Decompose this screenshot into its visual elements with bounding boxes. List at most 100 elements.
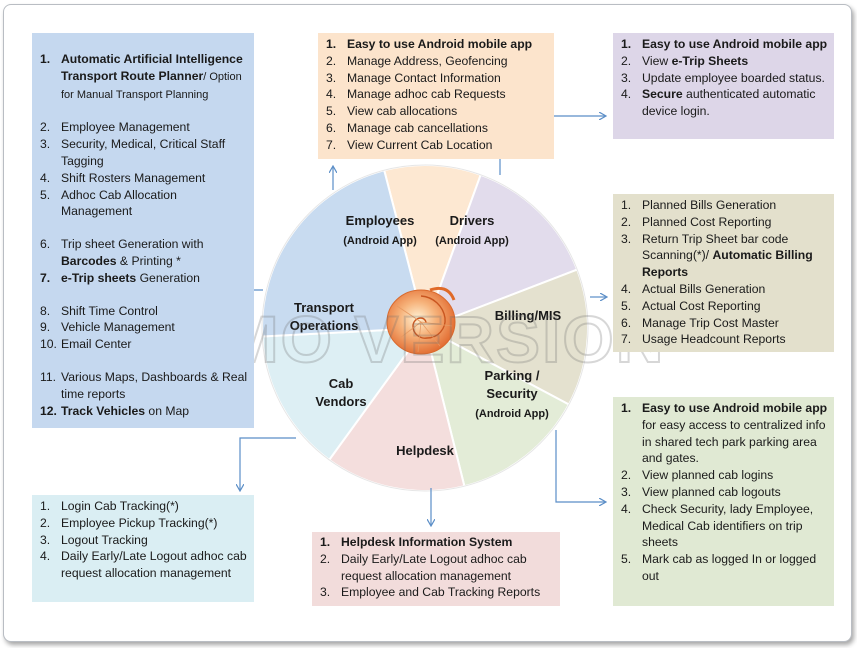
item-number: 3. [621,231,632,246]
item-text: Adhoc Cab Allocation Management [61,187,177,219]
item-text: Planned Bills Generation [642,198,777,212]
item-number: 2. [621,53,632,68]
list-item: 4.Manage adhoc cab Requests [320,86,550,103]
wheel-label-employees: Employees [346,213,415,228]
list-item: 5.Actual Cost Reporting [615,298,830,315]
item-number: 3. [320,585,331,600]
item-text: Track Vehicles [61,403,146,418]
item-number: 1. [621,401,632,415]
list-item: 12.Track Vehicles on Map [34,403,250,420]
item-number: 1. [326,37,337,51]
item-text: Easy to use Android mobile app [642,401,828,415]
wheel-label-billing: Billing/MIS [495,308,562,323]
item-number: 3. [40,532,51,547]
list-item: 7.Usage Headcount Reports [615,331,830,348]
item-text: Helpdesk Information System [341,535,513,549]
item-text: e-Trip Sheets [671,53,749,68]
item-text: Barcodes [61,253,117,268]
item-text: Generation [136,270,200,285]
wheel-sublabel-employees: (Android App) [343,235,417,247]
list-item: 4.Check Security, lady Employee, Medical… [615,501,830,551]
list-item: 3.View planned cab logouts [615,484,830,501]
wheel-label-cab-vendors: Vendors [315,394,366,409]
item-text: Various Maps, Dashboards & Real time rep… [61,369,248,401]
item-number: 7. [326,137,337,152]
wheel-sublabel-parking: (Android App) [475,408,549,420]
item-text: e-Trip sheets [61,270,137,285]
item-number: 8. [40,303,51,318]
item-number: 4. [40,549,51,564]
item-number: 11. [40,369,57,384]
item-text: & Printing * [116,253,181,268]
list-item: 1.Login Cab Tracking(*) [34,498,250,515]
item-text: Security, Medical, Critical Staff Taggin… [61,137,226,168]
list-item: 6.Manage Trip Cost Master [615,315,830,332]
item-text: Employee Management [61,120,190,135]
employees-feature-list: 1. Easy to use Android mobile app 2. Manage… [318,33,554,159]
item-number: 1. [40,499,51,513]
list-item: 5. Adhoc Cab Allocation Management [34,187,250,221]
list-item: 11. Various Maps, Dashboards & Real time … [34,369,250,403]
list-item: 7.View Current Cab Location [320,137,550,154]
parking-security-feature-list: 1. Easy to use Android mobile app for eas… [613,397,834,606]
wheel-label-parking: Security [486,386,538,401]
wheel-label-helpdesk: Helpdesk [396,443,455,458]
item-number: 7. [621,332,632,347]
wheel-label-transport: Transport [294,300,355,315]
item-number: 2. [621,468,632,483]
item-text: Email Center [61,337,132,352]
item-text: Manage adhoc cab Requests [347,87,506,102]
item-text: Check Security, lady Employee, Medical C… [642,501,814,550]
list-item: 1.Automatic Artificial Intelligence Tran… [34,51,250,103]
list-item: 2.Daily Early/Late Logout adhoc cab requ… [314,551,556,585]
item-number: 6. [621,315,632,330]
item-number: 4. [40,170,51,185]
item-text: View planned cab logins [642,468,774,483]
list-item: 9.Vehicle Management [34,319,250,336]
list-item: 3.Manage Contact Information [320,70,550,87]
list-item: 6.Trip sheet Generation with Barcodes & … [34,236,250,270]
item-text: Manage Contact Information [347,70,501,85]
item-number: 3. [621,70,632,85]
item-text: Planned Cost Reporting [642,214,772,229]
wheel-label-parking: Parking / [485,368,540,383]
item-text: authenticated automatic device login. [642,87,816,119]
item-text: for easy access to centralized info in s… [642,417,826,466]
item-number: 2. [40,515,51,530]
list-item: 5.Mark cab as logged In or logged out [615,551,830,585]
list-item: 8. Shift Time Control [34,303,250,320]
item-number: 4. [621,281,632,296]
list-item: 4.Daily Early/Late Logout adhoc cab requ… [34,548,250,582]
item-number: 1. [621,37,632,51]
item-text: Easy to use Android mobile app [347,37,533,51]
item-text: Shift Time Control [61,303,158,318]
item-text: Shift Rosters Management [61,170,206,185]
list-item: 7.e-Trip sheets Generation [34,270,250,287]
list-item: 3. Logout Tracking [34,532,250,549]
wheel-label-transport: Operations [290,318,359,333]
item-number: 1. [40,52,51,66]
list-item: 1. Easy to use Android mobile app for eas… [615,400,830,467]
item-number: 5. [621,298,632,313]
item-text: Easy to use Android mobile app [642,37,828,51]
item-number: 5. [40,187,51,202]
item-number: 5. [621,552,632,567]
item-text: Logout Tracking [61,532,148,547]
item-text: Trip sheet Generation with [61,237,204,252]
list-item: 1.Helpdesk Information System [314,534,556,551]
list-item: 3.Return Trip Sheet bar code Scanning(*)… [615,231,830,281]
item-text: Actual Bills Generation [642,281,766,296]
list-item: 1. Easy to use Android mobile app [320,36,550,53]
item-number: 2. [320,551,331,566]
list-item: 2.Employee Pickup Tracking(*) [34,515,250,532]
list-item: 1.Planned Bills Generation [615,197,830,214]
item-number: 2. [326,53,337,68]
list-item: 2.Employee Management [34,119,250,136]
cab-vendors-feature-list: 1.Login Cab Tracking(*)2.Employee Pickup… [32,495,254,602]
item-number: 3. [40,137,51,152]
list-item: 1. Easy to use Android mobile app [615,36,830,53]
item-text: Update employee boarded status. [642,70,825,85]
